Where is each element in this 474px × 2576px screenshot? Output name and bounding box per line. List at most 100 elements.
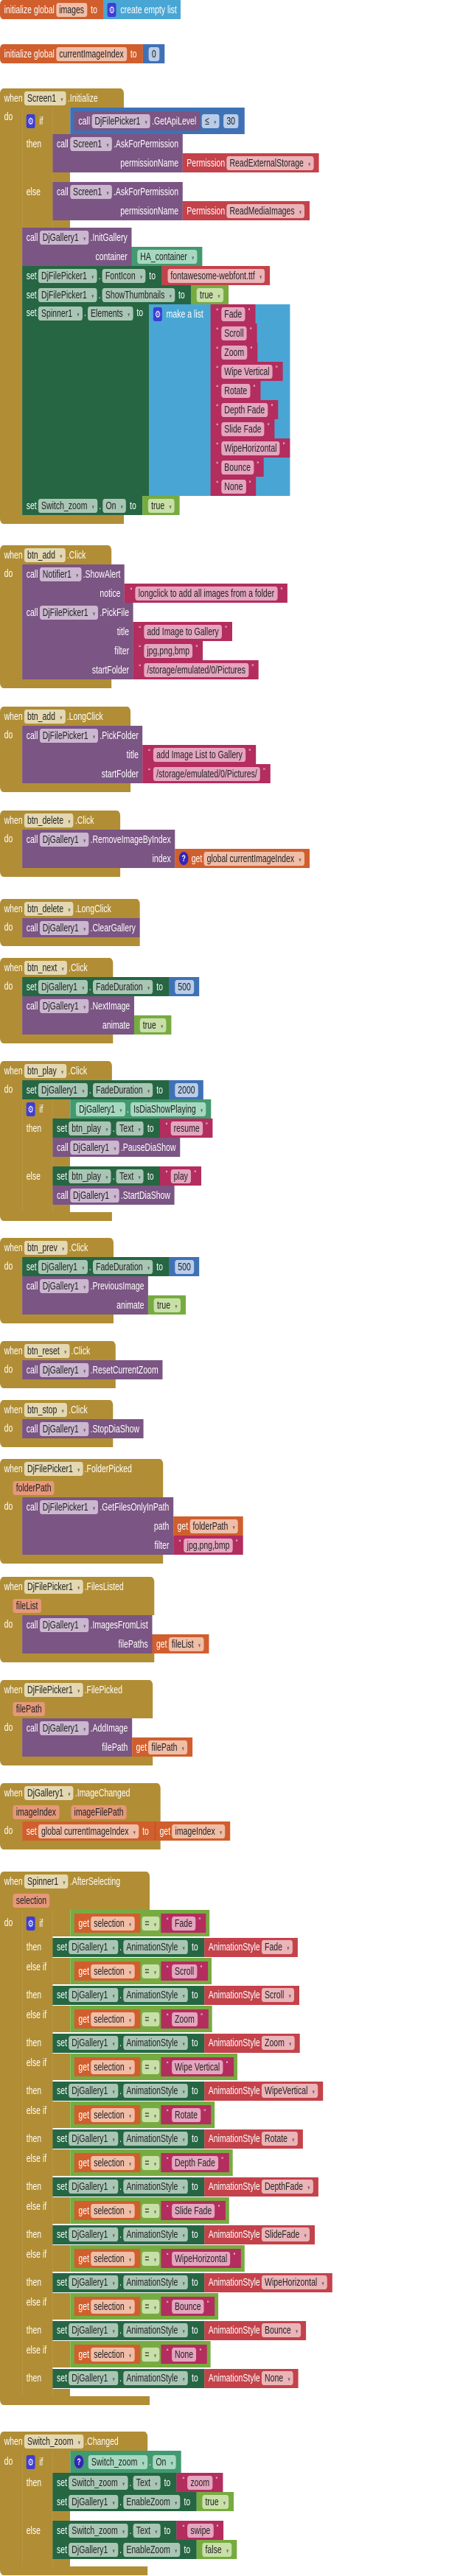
property-dropdown[interactable]: Text [116,1169,144,1183]
list-item-text-block[interactable]: “None” [210,477,257,496]
number-block[interactable]: 2000 [169,1080,203,1099]
text-field[interactable]: /storage/emulated/0/Pictures [144,662,249,677]
property-dropdown[interactable]: FadeDuration [92,1082,153,1097]
component-dropdown[interactable]: DjGallery1 [39,832,89,847]
list-item-text-block[interactable]: “Wipe Vertical” [210,362,283,381]
property-dropdown[interactable]: AnimationStyle [123,2227,189,2241]
animation-style-dropdown[interactable]: SlideFade [261,2227,310,2241]
property-dropdown[interactable]: Text [116,1121,144,1135]
component-dropdown[interactable]: btn_add [24,547,66,562]
component-dropdown[interactable]: DjGallery1 [69,1188,119,1203]
variable-dropdown[interactable]: selection [91,2155,135,2170]
text-field[interactable]: Depth Fade [221,402,268,417]
text-block[interactable]: “Slide Fade” [161,2201,226,2220]
variable-dropdown[interactable]: selection [91,2059,135,2074]
component-dropdown[interactable]: btn_stop [24,1402,67,1417]
component-dropdown[interactable]: DjGallery1 [69,2084,119,2098]
number-block[interactable]: 0 [143,44,164,63]
text-block[interactable]: “/storage/emulated/0/Pictures” [133,660,259,679]
component-dropdown[interactable]: Switch_zoom [88,2454,148,2469]
boolean-block[interactable]: true [148,1295,186,1315]
text-field[interactable]: Scroll [221,326,247,340]
help-icon[interactable]: ? [74,2455,84,2468]
component-dropdown[interactable]: DjGallery1 [69,1140,119,1155]
boolean-dropdown[interactable]: false [202,2542,232,2557]
component-dropdown[interactable]: Switch_zoom [38,498,98,513]
list-item-text-block[interactable]: “Zoom” [210,343,258,362]
text-field[interactable]: Slide Fade [221,421,265,436]
text-field[interactable]: Scroll [171,1964,198,1978]
property-dropdown[interactable]: ShowThumbnails [102,287,175,302]
text-field[interactable]: Rotate [171,2107,201,2122]
property-dropdown[interactable]: Text [133,2523,161,2538]
event-parameter[interactable]: folderPath [13,1480,55,1495]
text-field[interactable]: /storage/emulated/0/Pictures/ [153,766,260,781]
boolean-block[interactable]: true [133,1015,172,1035]
text-block[interactable]: “Zoom” [161,2009,209,2029]
component-dropdown[interactable]: btn_play [24,1063,67,1078]
text-block[interactable]: “Fade” [161,1914,206,1933]
component-dropdown[interactable]: btn_prev [24,1240,68,1255]
event-parameter[interactable]: imageFilePath [71,1805,127,1819]
component-dropdown[interactable]: DjFilePicker1 [39,605,99,620]
animation-style-dropdown[interactable]: Zoom [261,2036,295,2050]
property-dropdown[interactable]: FadeDuration [92,1259,153,1274]
list-item-text-block[interactable]: “Slide Fade” [210,419,275,438]
component-dropdown[interactable]: DjGallery1 [69,2494,119,2509]
number-block[interactable]: 500 [169,977,200,996]
permission-dropdown[interactable]: ReadExternalStorage [226,155,314,170]
component-dropdown[interactable]: DjGallery1 [69,2036,119,2050]
text-field[interactable]: add Image to Gallery [144,624,223,639]
gear-icon[interactable]: ⚙ [26,1102,35,1116]
component-dropdown[interactable]: HA_container [137,249,198,264]
text-field[interactable]: Depth Fade [171,2155,219,2170]
gear-icon[interactable]: ⚙ [26,2454,35,2469]
number-block[interactable]: 500 [169,1257,200,1276]
property-dropdown[interactable]: AnimationStyle [123,2084,189,2098]
property-dropdown[interactable]: EnableZoom [123,2494,181,2509]
set-fonticon-block[interactable]: setDjFilePicker1.FontIcontofontawesome-w… [22,266,271,285]
component-dropdown[interactable]: DjGallery1 [38,979,88,994]
boolean-dropdown[interactable]: true [196,287,223,302]
set-animation-style-block[interactable]: setDjGallery1.AnimationStyletoAnimationS… [52,2128,332,2149]
component-dropdown[interactable]: DjGallery1 [39,1617,89,1632]
component-dropdown[interactable]: DjGallery1 [69,2542,119,2557]
text-field[interactable]: Fade [171,1916,196,1931]
component-dropdown[interactable]: DjGallery1 [69,2371,119,2385]
asset-dropdown[interactable]: fontawesome-webfont.ttf [167,268,265,283]
component-dropdown[interactable]: btn_delete [24,813,74,827]
component-dropdown[interactable]: DjGallery1 [69,2227,119,2241]
text-field[interactable]: jpg,png,bmp [144,643,193,658]
variable-name-field[interactable]: currentImageIndex [55,46,127,61]
event-parameter[interactable]: selection [13,1893,50,1908]
boolean-dropdown[interactable]: true [147,498,175,513]
if-else-block[interactable]: ⚙if ?Switch_zoom.On then setSwitch_zoom.… [22,2451,237,2566]
component-dropdown[interactable]: DjFilePicker1 [24,1461,83,1476]
